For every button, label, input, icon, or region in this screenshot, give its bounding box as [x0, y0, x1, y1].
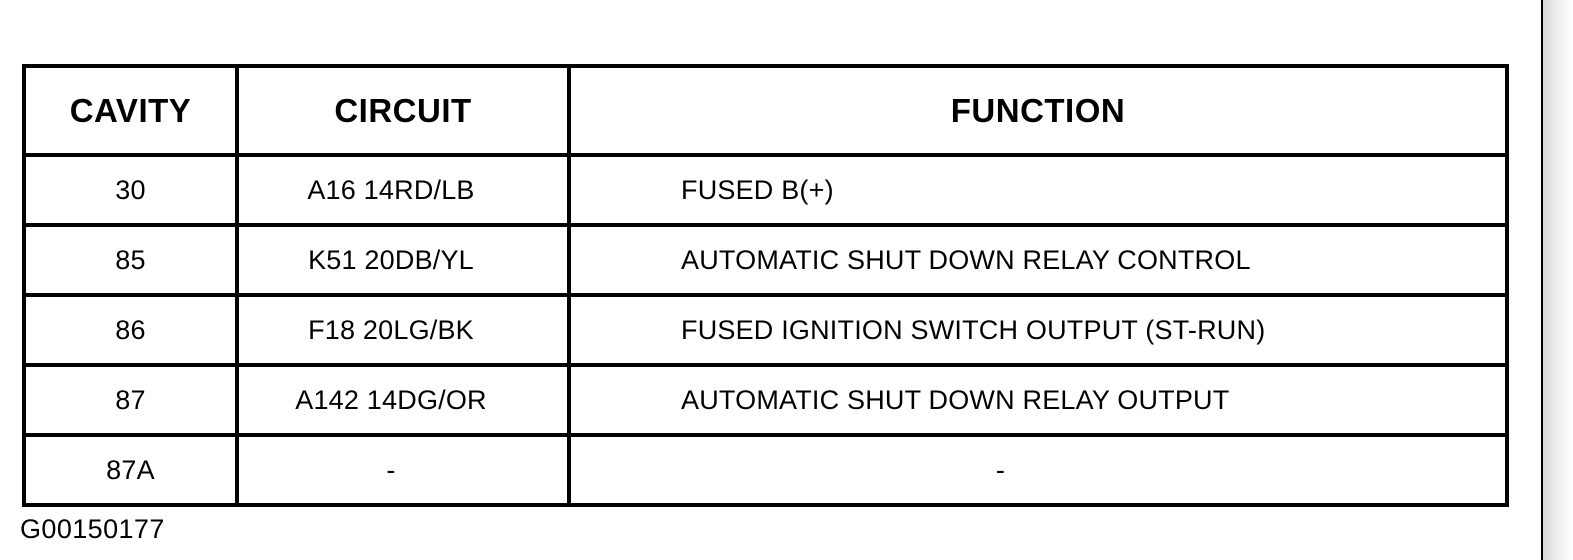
table-row: 87A - - [22, 433, 1509, 507]
cell-cavity: 30 [22, 153, 239, 227]
relay-cavity-table: CAVITY CIRCUIT FUNCTION 30 A16 14RD/LB F… [22, 64, 1509, 507]
cell-function: - [567, 433, 1509, 507]
cell-circuit: K51 20DB/YL [235, 223, 571, 297]
page-edge-shadow [1543, 0, 1573, 560]
cell-circuit: F18 20LG/BK [235, 293, 571, 367]
column-header-cavity: CAVITY [22, 64, 239, 157]
cell-function: FUSED B(+) [567, 153, 1509, 227]
column-header-function: FUNCTION [567, 64, 1509, 157]
cell-circuit: A142 14DG/OR [235, 363, 571, 437]
table-row: 85 K51 20DB/YL AUTOMATIC SHUT DOWN RELAY… [22, 223, 1509, 297]
table-row: 87 A142 14DG/OR AUTOMATIC SHUT DOWN RELA… [22, 363, 1509, 437]
table-row: 30 A16 14RD/LB FUSED B(+) [22, 153, 1509, 227]
cell-function: AUTOMATIC SHUT DOWN RELAY OUTPUT [567, 363, 1509, 437]
cell-cavity: 85 [22, 223, 239, 297]
table-row: 86 F18 20LG/BK FUSED IGNITION SWITCH OUT… [22, 293, 1509, 367]
figure-id-label: G00150177 [20, 514, 165, 544]
cell-function: AUTOMATIC SHUT DOWN RELAY CONTROL [567, 223, 1509, 297]
cell-circuit: A16 14RD/LB [235, 153, 571, 227]
cell-function: FUSED IGNITION SWITCH OUTPUT (ST-RUN) [567, 293, 1509, 367]
table-header-row: CAVITY CIRCUIT FUNCTION [22, 64, 1509, 157]
cell-cavity: 87A [22, 433, 239, 507]
page-edge-rule [1541, 0, 1543, 560]
cell-circuit: - [235, 433, 571, 507]
column-header-circuit: CIRCUIT [235, 64, 571, 157]
cell-cavity: 86 [22, 293, 239, 367]
cell-cavity: 87 [22, 363, 239, 437]
